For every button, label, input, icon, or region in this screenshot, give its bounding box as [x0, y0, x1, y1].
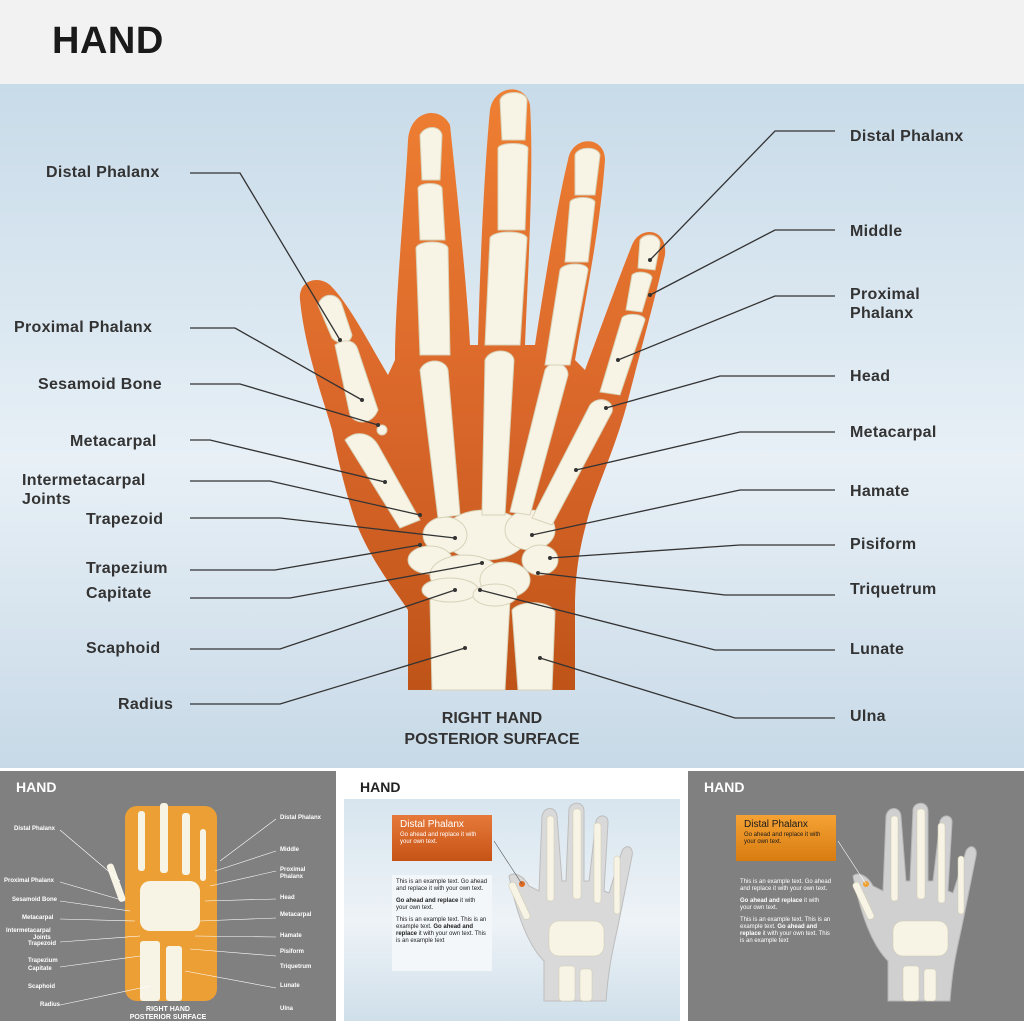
thumb-label-triquetrum: Triquetrum — [280, 964, 312, 970]
thumbnail-title: HAND — [16, 779, 57, 795]
label-proximal-phalanx-left: Proximal Phalanx — [14, 319, 153, 336]
label-metacarpal-left: Metacarpal — [70, 433, 157, 450]
thumb-label-intermetacarpal: Intermetacarpal Joints — [6, 928, 51, 942]
label-capitate: Capitate — [86, 585, 152, 602]
leader-lines — [190, 130, 835, 719]
thumb-label-pisiform: Pisiform — [280, 949, 305, 955]
thumb-label-intermetacarpal-line2: Joints — [33, 935, 51, 941]
forearm-bones — [429, 592, 556, 691]
thumbnail-hand-illustration — [837, 802, 977, 1002]
text-b: it with your own text. This is an exampl… — [396, 931, 486, 944]
thumb-label-trapezium: Trapezium — [28, 958, 58, 964]
text-bold: Go ahead and replace — [740, 898, 803, 904]
thumb-label-lunate: Lunate — [280, 983, 300, 989]
leader-dots — [338, 258, 652, 660]
label-hamate: Hamate — [850, 483, 910, 500]
thumb-label-proximal-line2: Phalanx — [280, 874, 304, 880]
label-proximal-line2: Phalanx — [850, 305, 914, 322]
thumb-label-distal-phalanx-right: Distal Phalanx — [280, 815, 322, 821]
text-paragraph-2: Go ahead and replace it with your own te… — [740, 898, 832, 912]
label-trapezoid: Trapezoid — [86, 511, 164, 528]
thumb-label-capitate: Capitate — [28, 966, 52, 972]
text-paragraph-3: This is an example text. This is an exam… — [740, 917, 832, 945]
thumb-label-middle: Middle — [280, 847, 299, 853]
thumbnail-slide-2[interactable]: HAND Distal Phalanx Go ahead and replace… — [344, 771, 680, 1021]
text-paragraph-2: Go ahead and replace it with your own te… — [396, 898, 488, 912]
thumb-label-trapezoid: Trapezoid — [28, 941, 57, 947]
thumb-label-intermetacarpal-line1: Intermetacarpal — [6, 928, 51, 934]
thumb-label-proximal-right: Proximal Phalanx — [280, 867, 305, 881]
label-distal-phalanx-right: Distal Phalanx — [850, 128, 964, 145]
text-bold: Go ahead and replace — [396, 898, 459, 904]
text-a: This is an example text. This is an exam… — [740, 917, 831, 930]
label-radius: Radius — [118, 696, 174, 713]
thumbnail-slide-1[interactable]: HAND Distal Phalanx Proximal Phalanx Ses… — [0, 771, 336, 1021]
thumb-label-hamate: Hamate — [280, 933, 302, 939]
thumb-caption-line1: RIGHT HAND — [146, 1006, 190, 1013]
label-sesamoid-bone: Sesamoid Bone — [38, 376, 162, 393]
thumbnail-title: HAND — [360, 779, 401, 795]
thumb-label-head: Head — [280, 895, 295, 901]
thumbnail-hand-illustration — [493, 802, 633, 1002]
text-box: This is an example text. Go ahead and re… — [736, 875, 836, 971]
thumb-caption: RIGHT HAND POSTERIOR SURFACE — [118, 1006, 218, 1021]
label-head: Head — [850, 368, 891, 385]
text-paragraph-1: This is an example text. Go ahead and re… — [740, 879, 832, 892]
thumb-label-proximal-line1: Proximal — [280, 867, 306, 873]
text-bold: Go ahead and replace — [396, 924, 474, 937]
label-proximal-phalanx-right: Proximal Phalanx — [850, 285, 920, 323]
thumbnail-slide-3[interactable]: HAND Distal Phalanx Go ahead and replace… — [688, 771, 1024, 1021]
text-a: This is an example text. This is an exam… — [396, 917, 487, 930]
label-triquetrum: Triquetrum — [850, 581, 937, 598]
text-paragraph-1: This is an example text. Go ahead and re… — [396, 879, 488, 892]
page-title: HAND — [52, 20, 164, 62]
page-header: HAND — [0, 0, 1024, 84]
callout-box: Distal Phalanx Go ahead and replace it w… — [736, 815, 836, 861]
sesamoid-bone — [376, 424, 388, 436]
label-scaphoid: Scaphoid — [86, 640, 161, 657]
callout-body: Go ahead and replace it with your own te… — [744, 832, 821, 845]
thumb-label-metacarpal-right: Metacarpal — [280, 912, 312, 918]
label-lunate: Lunate — [850, 641, 905, 658]
thumbnail-hand-illustration — [59, 803, 277, 1006]
label-middle: Middle — [850, 223, 903, 240]
text-rest: it with your own text. — [396, 898, 476, 911]
thumb-label-sesamoid-bone: Sesamoid Bone — [12, 897, 58, 903]
text-paragraph-3: This is an example text. This is an exam… — [396, 917, 488, 945]
callout-title: Distal Phalanx — [744, 819, 808, 830]
label-pisiform: Pisiform — [850, 536, 917, 553]
thumb-label-radius: Radius — [40, 1002, 61, 1008]
phalanx-bones — [317, 92, 661, 423]
thumb-label-proximal-phalanx-left: Proximal Phalanx — [4, 878, 55, 884]
label-distal-phalanx-left: Distal Phalanx — [46, 164, 160, 181]
callout-title: Distal Phalanx — [400, 819, 464, 830]
label-proximal-line1: Proximal — [850, 286, 920, 303]
callout-body: Go ahead and replace it with your own te… — [400, 832, 477, 845]
label-metacarpal-right: Metacarpal — [850, 424, 937, 441]
label-intermetacarpal-line1: Intermetacarpal — [22, 472, 146, 489]
caption-line2: POSTERIOR SURFACE — [404, 731, 580, 748]
label-trapezium: Trapezium — [86, 560, 168, 577]
thumb-label-scaphoid: Scaphoid — [28, 984, 56, 990]
label-intermetacarpal-line2: Joints — [22, 491, 71, 508]
diagram-caption: RIGHT HAND POSTERIOR SURFACE — [392, 708, 592, 750]
text-box: This is an example text. Go ahead and re… — [392, 875, 492, 971]
text-b: it with your own text. This is an exampl… — [740, 931, 830, 944]
thumbnail-title: HAND — [704, 779, 745, 795]
callout-box: Distal Phalanx Go ahead and replace it w… — [392, 815, 492, 861]
text-rest: it with your own text. — [740, 898, 820, 911]
caption-line1: RIGHT HAND — [441, 710, 543, 727]
thumb-caption-line2: POSTERIOR SURFACE — [129, 1014, 207, 1021]
text-bold: Go ahead and replace — [740, 924, 818, 937]
label-ulna: Ulna — [850, 708, 886, 725]
thumb-label-distal-phalanx-left: Distal Phalanx — [14, 826, 56, 832]
thumb-label-ulna: Ulna — [280, 1006, 294, 1012]
thumb-label-metacarpal-left: Metacarpal — [22, 915, 54, 921]
label-intermetacarpal-joints: Intermetacarpal Joints — [22, 471, 146, 509]
